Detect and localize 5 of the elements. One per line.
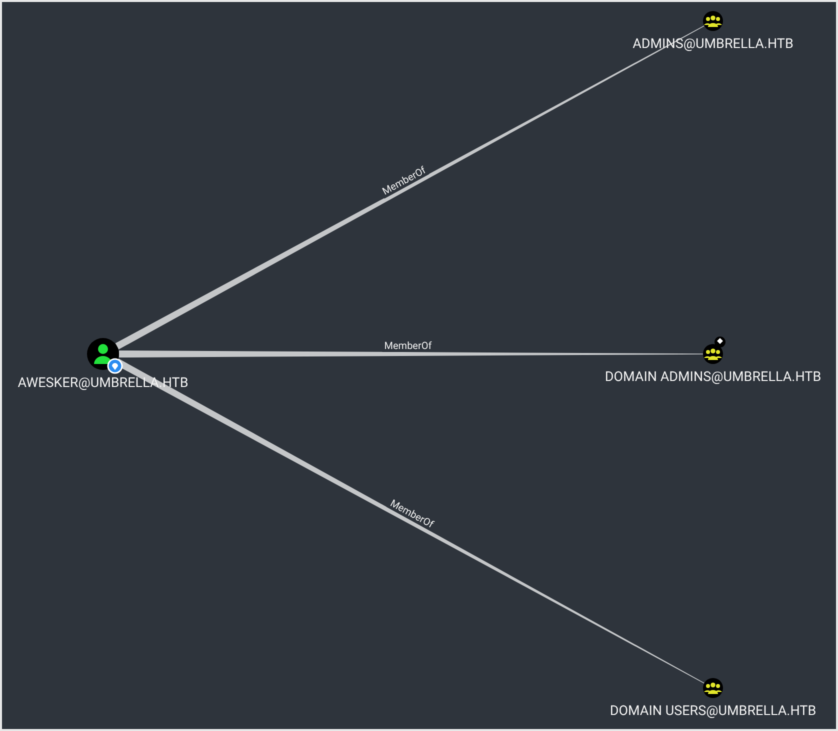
edge-line bbox=[119, 350, 703, 358]
node-label: DOMAIN USERS@UMBRELLA.HTB bbox=[610, 703, 816, 719]
edge-line bbox=[115, 25, 704, 350]
edge-label: MemberOf bbox=[382, 342, 434, 352]
node-label: DOMAIN ADMINS@UMBRELLA.HTB bbox=[604, 369, 822, 385]
